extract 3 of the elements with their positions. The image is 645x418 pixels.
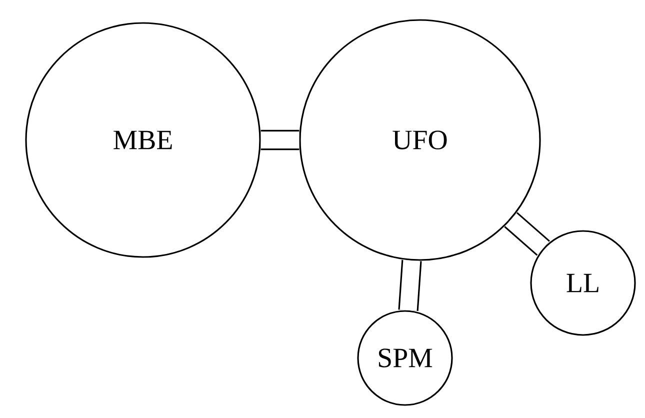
tube-connector	[260, 130, 300, 150]
tube-connector	[398, 260, 422, 311]
tube-connector	[504, 212, 550, 256]
